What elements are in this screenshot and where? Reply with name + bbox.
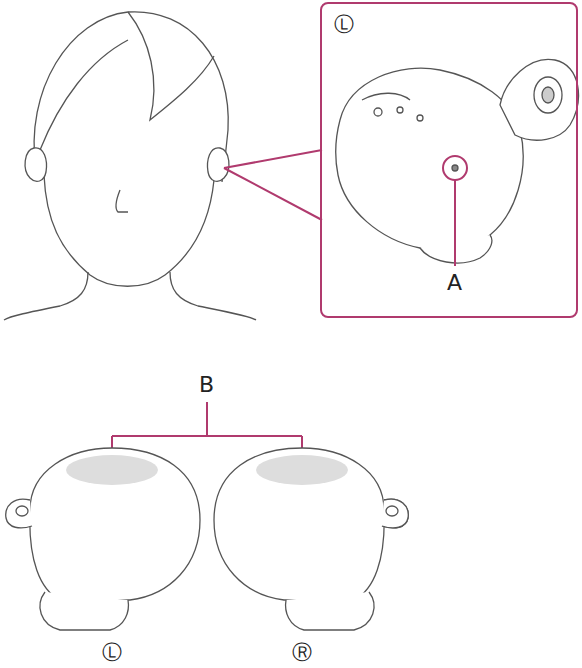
callout-box: ⓁA — [320, 2, 578, 318]
callout-letter: A — [447, 272, 462, 294]
earbud-pair — [6, 448, 409, 630]
worn-earbuds — [25, 148, 229, 182]
earbud-closeup — [336, 59, 579, 263]
callout-letter: B — [199, 374, 214, 396]
side-mark: Ⓡ — [292, 642, 312, 662]
side-mark: Ⓛ — [102, 642, 122, 662]
touch-sensor — [66, 455, 348, 485]
head-figure — [4, 12, 256, 320]
side-mark: Ⓛ — [334, 14, 354, 34]
callout-leader — [224, 150, 322, 220]
mic-pointer — [443, 156, 467, 266]
